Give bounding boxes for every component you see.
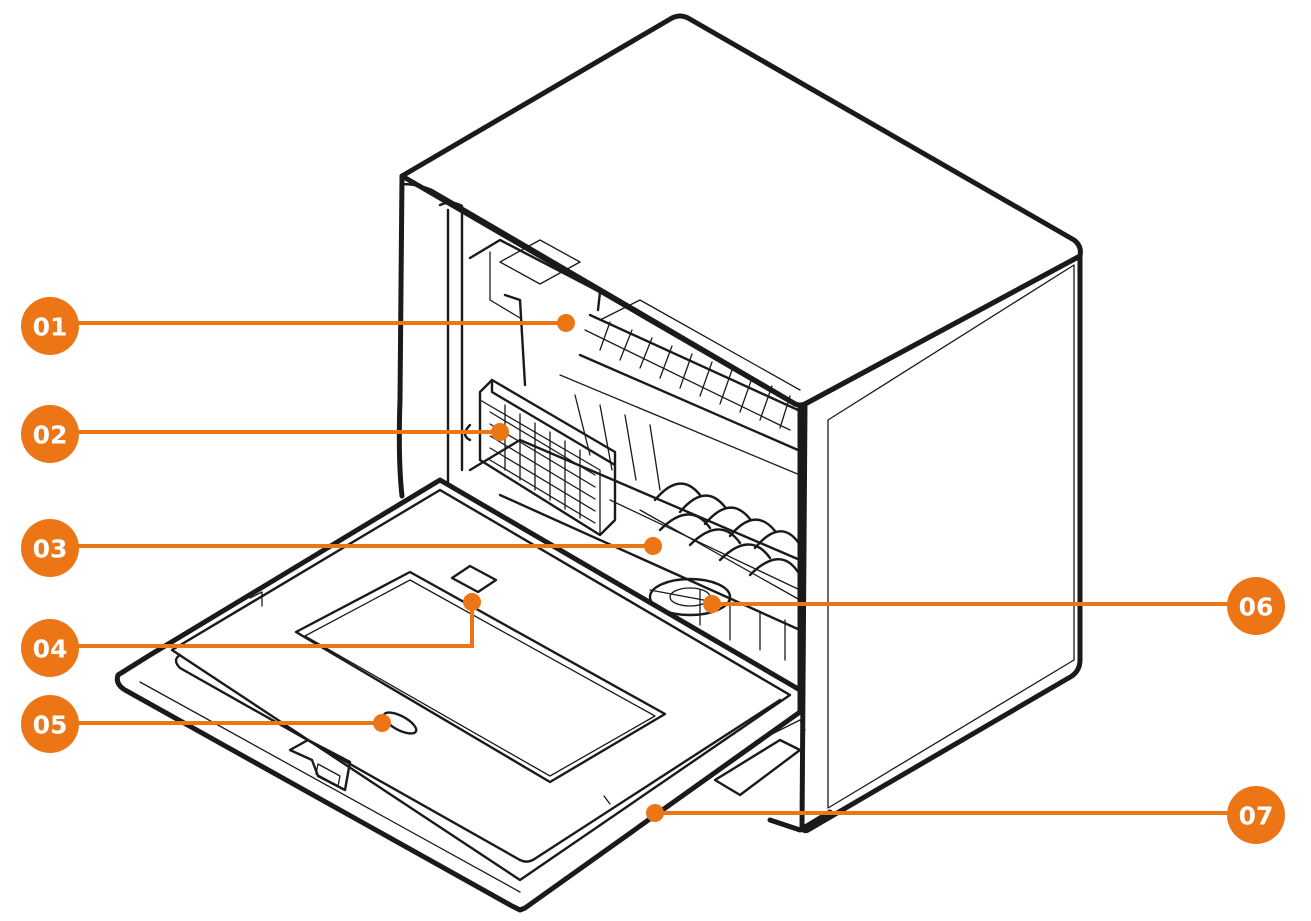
callout-03-label: 03 xyxy=(33,535,68,564)
callout-01: 01 xyxy=(21,297,575,355)
callout-05: 05 xyxy=(21,695,391,753)
cutlery-basket xyxy=(463,378,617,537)
callout-03: 03 xyxy=(21,519,662,577)
cabinet xyxy=(396,13,1083,834)
callout-02: 02 xyxy=(21,405,509,463)
callout-06-label: 06 xyxy=(1239,593,1274,622)
callout-05-label: 05 xyxy=(33,711,68,740)
callout-04-label: 04 xyxy=(33,635,68,664)
callout-07: 07 xyxy=(646,786,1285,844)
callout-01-label: 01 xyxy=(33,313,68,342)
callout-07-label: 07 xyxy=(1239,802,1274,831)
callout-02-label: 02 xyxy=(33,421,68,450)
lower-rack xyxy=(468,438,802,661)
callout-06: 06 xyxy=(703,577,1285,635)
door xyxy=(114,477,806,913)
callouts: 01 02 03 04 05 xyxy=(21,297,1285,844)
upper-rack xyxy=(468,238,801,491)
callout-04: 04 xyxy=(21,593,481,677)
